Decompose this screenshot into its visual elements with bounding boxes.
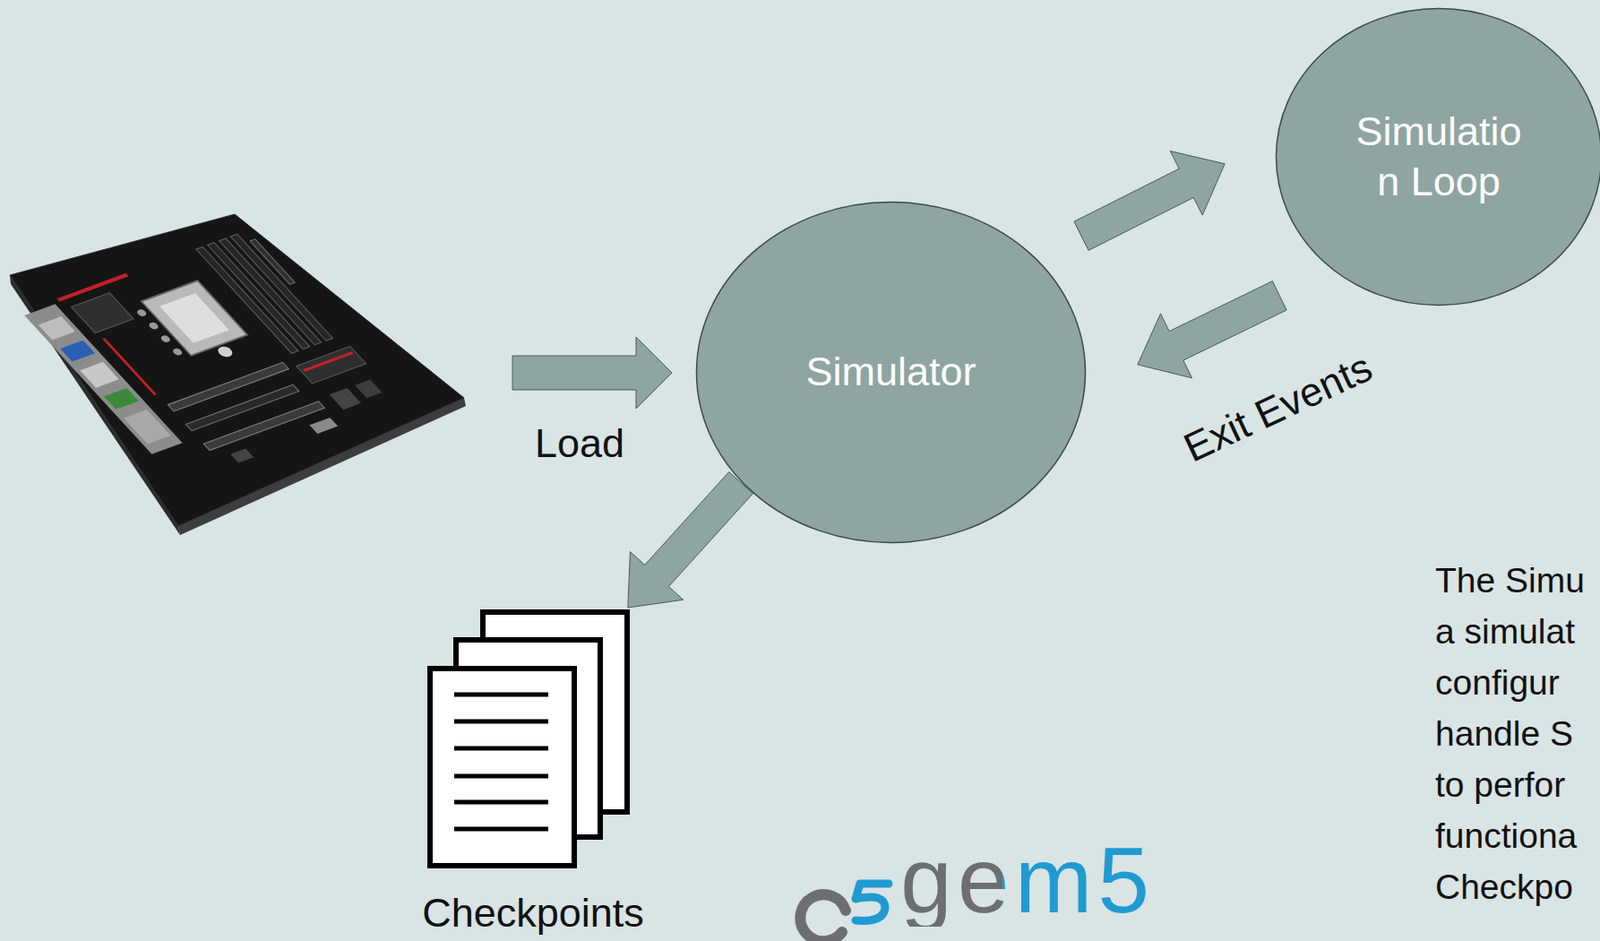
capacitor: [171, 347, 184, 357]
capacitor: [135, 308, 148, 318]
block-arrow: [1074, 151, 1225, 251]
checkpoints-icon: Checkpoints: [407, 609, 659, 938]
block-arrow: [627, 472, 754, 608]
document-page: [430, 668, 575, 866]
node-label: Checkpoints: [407, 890, 659, 936]
io-port: [123, 409, 171, 444]
chip: [309, 417, 339, 434]
node-label: Simulator: [805, 346, 976, 397]
ram-slot: [230, 233, 333, 341]
document-line: [454, 719, 549, 724]
logo-five: [855, 883, 889, 921]
red-trace: [103, 338, 156, 396]
heatsink: [71, 292, 134, 334]
document-line: [454, 692, 549, 697]
logo-mark: [800, 883, 889, 941]
simulation-loop-ellipse: Simulatio n Loop: [1274, 7, 1600, 307]
chip: [329, 387, 362, 410]
document-line: [454, 774, 549, 779]
arrow-label: Load: [490, 421, 670, 466]
red-trace: [303, 352, 353, 371]
capacitor: [159, 334, 173, 344]
document-line: [454, 746, 549, 751]
block-arrow: [1137, 281, 1287, 379]
io-port: [103, 387, 139, 410]
block-arrow: [512, 336, 672, 409]
node-label: Simulatio n Loop: [1348, 106, 1531, 208]
note-text: The Simu a simulat configur handle S to …: [1435, 555, 1595, 913]
m2-heatsink: [296, 345, 367, 383]
logo-text: gem5: [900, 833, 1155, 927]
capacitor: [146, 321, 160, 331]
document-line: [454, 826, 549, 832]
motherboard-illustration: [9, 214, 466, 535]
logo-swirl: [800, 894, 846, 941]
ellipse-outline: [696, 202, 1086, 543]
chip: [230, 448, 254, 464]
document-line: [454, 800, 549, 805]
ellipse-shape: [1274, 7, 1600, 307]
chip: [354, 378, 382, 398]
edge-label: Exit Events: [1177, 344, 1379, 471]
capacitor: [215, 344, 235, 359]
board-details: [22, 230, 405, 485]
documents-icon: [407, 609, 632, 878]
load-arrow: [512, 336, 672, 409]
pcie-slot: [203, 401, 325, 451]
io-port: [79, 361, 119, 388]
ram-slot: [219, 238, 322, 345]
node-text-box: Simulator: [805, 346, 976, 397]
cpu-socket: [141, 280, 248, 356]
power-connector: [249, 239, 295, 285]
cpu-socket-inner: [159, 292, 230, 344]
node-text-box: Simulatio n Loop: [1348, 106, 1531, 208]
node-text-box: Checkpoints: [407, 890, 659, 936]
simulator-ellipse: Simulator: [695, 200, 1087, 544]
io-port: [60, 340, 95, 362]
board-outline: [9, 214, 465, 526]
ellipse-outline: [1276, 8, 1600, 306]
red-trace: [58, 274, 128, 300]
pcie-slot: [167, 361, 289, 412]
io-port: [38, 316, 76, 340]
